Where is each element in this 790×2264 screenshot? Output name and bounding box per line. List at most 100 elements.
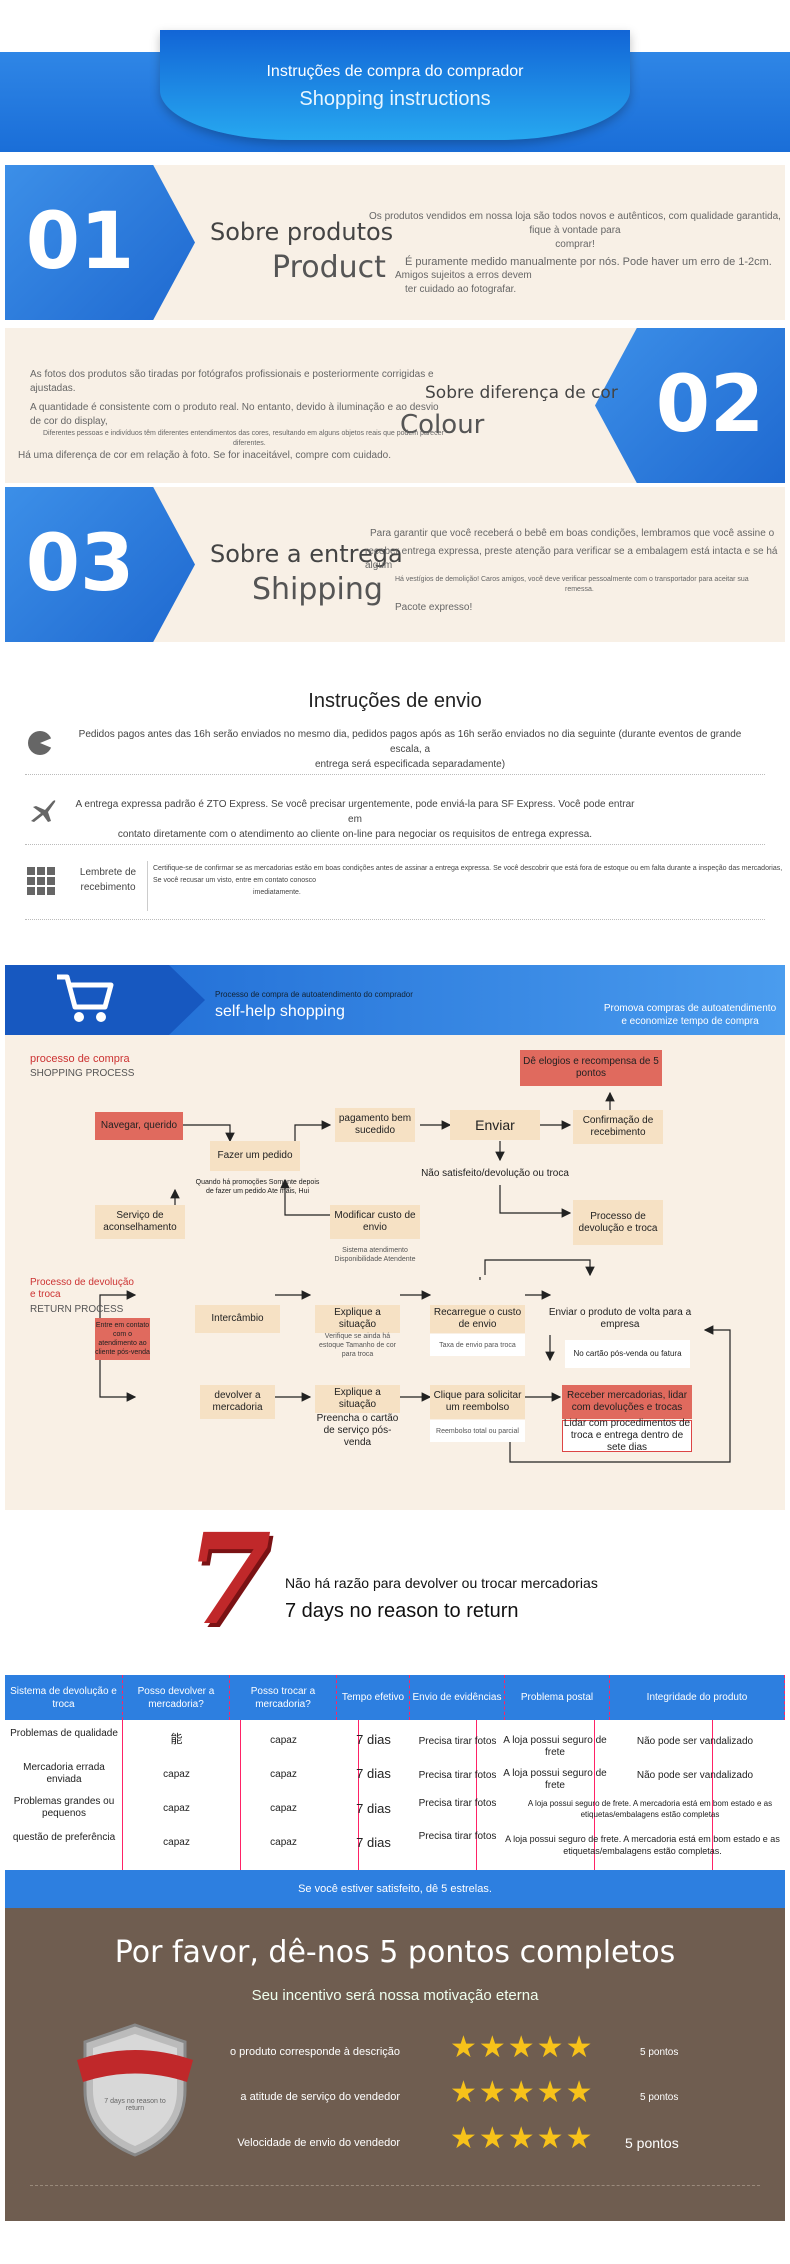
table-cell: Precisa tirar fotos bbox=[418, 1736, 497, 1747]
seven-digit: 7 bbox=[172, 1507, 285, 1653]
text-line: ter cuidado ao fotografar. bbox=[405, 284, 517, 295]
section-number-badge: 02 bbox=[595, 328, 785, 483]
table-header: Posso devolver a mercadoria? bbox=[123, 1675, 230, 1720]
shop-title: processo de compra bbox=[30, 1053, 130, 1065]
table-cell: capaz bbox=[163, 1769, 190, 1780]
table-grid bbox=[5, 1720, 785, 1870]
receive-box: Receber mercadorias, lidar com devoluçõe… bbox=[562, 1385, 692, 1419]
rating-title: Por favor, dê-nos 5 pontos completos bbox=[114, 1935, 676, 1970]
table-cell: Não pode ser vandalizado bbox=[636, 1770, 754, 1781]
process-en-title: self-help shopping bbox=[215, 1003, 345, 1020]
send-box: Enviar bbox=[450, 1110, 540, 1140]
section-number: 03 bbox=[25, 519, 135, 609]
divider bbox=[30, 2185, 760, 2186]
table-cell: A loja possui seguro de frete bbox=[503, 1735, 607, 1758]
shipping-text: Pedidos pagos antes das 16h serão enviad… bbox=[70, 727, 750, 772]
seven-title-pt: Não há razão para devolver ou trocar mer… bbox=[285, 1575, 598, 1591]
text-line: É puramente medido manualmente por nós. … bbox=[405, 256, 772, 268]
text-line: remessa. bbox=[565, 586, 594, 593]
section-title: Sobre a entrega bbox=[210, 540, 403, 568]
exchange-box: Intercâmbio bbox=[195, 1305, 280, 1333]
table-cell: Não pode ser vandalizado bbox=[636, 1736, 754, 1747]
text-line: Amigos sujeitos a erros devem bbox=[395, 270, 532, 281]
unsatisfied-box: Não satisfeito/devolução ou troca bbox=[421, 1168, 569, 1179]
shipping-row: Lembrete de recebimento Certifique-se de… bbox=[25, 855, 782, 920]
section-number-badge: 03 bbox=[5, 487, 195, 642]
section-number: 02 bbox=[655, 360, 765, 450]
text-line: As fotos dos produtos são tiradas por fo… bbox=[30, 369, 434, 394]
table-cell: capaz bbox=[270, 1837, 297, 1848]
shield-icon: 7 days no reason to return bbox=[75, 2020, 195, 2160]
table-cell: Mercadoria errada enviada bbox=[23, 1762, 105, 1785]
praise-box: Dê elogios e recompensa de 5 pontos bbox=[520, 1050, 662, 1086]
rating-points: 5 pontos bbox=[640, 2092, 679, 2103]
refund-note: Reembolso total ou parcial bbox=[430, 1420, 525, 1442]
rating-subtitle: Seu incentivo será nossa motivação etern… bbox=[251, 1987, 539, 2004]
section-number: 01 bbox=[25, 197, 135, 287]
star-rating: ★★★★★ bbox=[450, 2122, 595, 2155]
shipping-text: A entrega expressa padrão é ZTO Express.… bbox=[75, 797, 635, 842]
explain-note: Verifique se ainda há estoque Tamanho de… bbox=[319, 1332, 396, 1358]
header-cap bbox=[160, 30, 630, 140]
process-right-note: Promova compras de autoatendimento e eco… bbox=[603, 1003, 777, 1027]
table-header: Sistema de devolução e troca bbox=[5, 1675, 123, 1720]
table-cell: questão de preferência bbox=[12, 1832, 116, 1843]
rating-label: a atitude de serviço do vendedor bbox=[240, 2091, 400, 2103]
rating-label: o produto corresponde à descrição bbox=[230, 2046, 400, 2058]
rating-points: 5 pontos bbox=[625, 2135, 679, 2151]
shop-title-en: SHOPPING PROCESS bbox=[30, 1068, 135, 1079]
order-note: Quando há promoções Somente depois de fa… bbox=[195, 1179, 320, 1195]
header-title-en: Shopping instructions bbox=[299, 88, 491, 110]
shipping-title: Instruções de envio bbox=[308, 690, 482, 712]
text-line: Os produtos vendidos em nossa loja são t… bbox=[369, 211, 781, 236]
explain-box: Explique a situação bbox=[315, 1385, 400, 1413]
shipping-text: Certifique-se de confirmar se as mercado… bbox=[153, 863, 790, 899]
process-cart-badge bbox=[5, 965, 205, 1035]
order-box: Fazer um pedido bbox=[210, 1141, 300, 1171]
airplane-icon bbox=[27, 795, 59, 827]
pie-icon bbox=[27, 730, 54, 756]
divider bbox=[147, 861, 148, 911]
text-line: A quantidade é consistente com o produto… bbox=[30, 402, 439, 427]
text-line: Diferentes pessoas e indivíduos têm dife… bbox=[43, 430, 444, 437]
text-line: receber entrega expressa, preste atenção… bbox=[365, 546, 778, 571]
recharge-note: Taxa de envio para troca bbox=[430, 1334, 525, 1356]
table-header: Envio de evidências bbox=[410, 1675, 505, 1720]
return-title: Processo de devolução e troca bbox=[30, 1277, 134, 1300]
text-line: comprar! bbox=[555, 239, 595, 250]
table-cell: capaz bbox=[270, 1735, 297, 1746]
return-title-en: RETURN PROCESS bbox=[30, 1304, 124, 1315]
text-line: Se você recusar um visto, entre em conta… bbox=[153, 877, 317, 884]
modify-box: Modificar custo de envio bbox=[330, 1205, 420, 1239]
table-cell: 7 dias bbox=[356, 1766, 391, 1781]
shipping-row: Pedidos pagos antes das 16h serão enviad… bbox=[25, 725, 765, 775]
table-header: Integridade do produto bbox=[610, 1675, 785, 1720]
table-cell: Problemas grandes ou pequenos bbox=[13, 1796, 115, 1819]
deal-box: Lidar com procedimentos de troca e entre… bbox=[562, 1418, 692, 1453]
invoice-box: No cartão pós-venda ou fatura bbox=[565, 1340, 690, 1368]
text-line: entrega será especificada separadamente) bbox=[314, 759, 506, 770]
shipping-row: A entrega expressa padrão é ZTO Express.… bbox=[25, 785, 765, 845]
return-process-box: Processo de devolução e troca bbox=[573, 1200, 663, 1245]
badge-text: 7 days no reason to return bbox=[104, 2098, 166, 2112]
text-line: imediatamente. bbox=[253, 889, 301, 896]
table-cell: Precisa tirar fotos bbox=[418, 1831, 497, 1842]
section-subtitle: Shipping bbox=[252, 572, 383, 607]
section-number-badge: 01 bbox=[5, 165, 195, 320]
table-cell: A loja possui seguro de frete. A mercado… bbox=[505, 1834, 780, 1856]
seven-badge: 7 bbox=[172, 1507, 285, 1653]
return-goods-box: devolver a mercadoria bbox=[200, 1385, 275, 1419]
text-line: Para garantir que você receberá o bebê e… bbox=[370, 528, 775, 539]
browse-box: Navegar, querido bbox=[95, 1112, 183, 1140]
contact-box: Entre em contato com o atendimento ao cl… bbox=[95, 1318, 150, 1360]
table-cell: capaz bbox=[270, 1803, 297, 1814]
text-line: Certifique-se de confirmar se as mercado… bbox=[153, 865, 783, 872]
table-cell: A loja possui seguro de frete bbox=[503, 1768, 607, 1791]
recharge-box: Recarregue o custo de envio bbox=[430, 1305, 525, 1333]
send-back-box: Enviar o produto de volta para a empresa bbox=[548, 1307, 692, 1330]
section-subtitle: Product bbox=[272, 250, 386, 285]
fill-card-box: Preencha o cartão de serviço pós-venda bbox=[316, 1413, 399, 1448]
section-title: Sobre produtos bbox=[210, 218, 394, 246]
table-cell: 7 dias bbox=[356, 1801, 391, 1816]
shipping-label: Lembrete de recebimento bbox=[79, 867, 137, 893]
